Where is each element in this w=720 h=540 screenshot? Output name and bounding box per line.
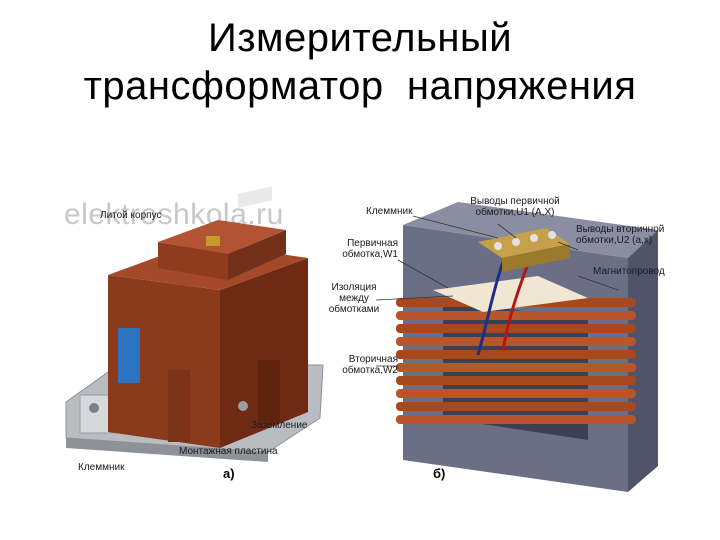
- caption-a: а): [223, 466, 235, 481]
- label-primary-winding-line-1: Первичная: [347, 238, 398, 249]
- label-grounding: Заземление: [251, 420, 308, 431]
- body-foot-left: [168, 370, 190, 442]
- label-primary-winding: Первичная обмотка,W1: [316, 238, 398, 260]
- label-primary-leads-line-1: Выводы первичной: [470, 196, 560, 207]
- label-insulation-line-1: Изоляция: [331, 282, 377, 293]
- blue-sticker: [118, 328, 140, 383]
- secondary-winding-coils: [396, 298, 636, 424]
- label-secondary-leads-line-1: Выводы вторичной: [576, 224, 665, 235]
- cast-body-top-block-side: [228, 230, 286, 280]
- cast-body-top-block: [158, 220, 286, 254]
- page-title: Измерительный трансформатор напряжения: [0, 14, 720, 110]
- label-secondary-winding: Вторичная обмотка,W2: [314, 354, 398, 376]
- label-terminal-a: Клеммник: [78, 462, 125, 473]
- terminal-block-b: [478, 228, 570, 258]
- transformer-illustration: [65, 186, 658, 492]
- label-secondary-leads: Выводы вторичной обмотки,U2 (а,х): [576, 224, 664, 246]
- label-insulation-line-2: между: [339, 293, 369, 304]
- mounting-plate-front: [66, 438, 268, 462]
- terminal-b-screw-2: [512, 238, 520, 246]
- primary-lead-wire: [476, 261, 505, 356]
- body-foot-right: [258, 360, 280, 422]
- caption-b: б): [433, 466, 446, 481]
- top-terminal: [206, 236, 220, 246]
- title-line-2: трансформатор напряжения: [83, 64, 637, 108]
- terminal-b-screw-4: [548, 231, 556, 239]
- terminal-block-b-front: [502, 244, 570, 272]
- title-line-1: Измерительный: [207, 16, 513, 60]
- label-mounting-plate: Монтажная пластина: [179, 446, 278, 457]
- label-secondary-leads-line-2: обмотки,U2 (а,х): [576, 235, 653, 246]
- label-magnetic-core: Магнитопровод: [593, 266, 665, 277]
- cutaway-transformer-image: [396, 202, 658, 492]
- terminal-b-screw-1: [494, 242, 502, 250]
- nameplate: [238, 186, 272, 208]
- label-secondary-winding-line-1: Вторичная: [348, 354, 398, 365]
- label-primary-leads: Выводы первичной обмотки,U1 (А,Х): [460, 196, 570, 218]
- transformer-figure: elektroshkola.ru: [58, 180, 668, 495]
- label-secondary-winding-line-2: обмотка,W2: [342, 365, 398, 376]
- core-side: [628, 230, 658, 492]
- cast-body-side: [220, 258, 308, 448]
- cast-body-top-block-front: [158, 242, 228, 280]
- cast-transformer-image: [65, 186, 324, 462]
- label-primary-winding-line-2: обмотка,W1: [342, 249, 398, 260]
- label-cast-body: Литой корпус: [100, 210, 162, 221]
- label-terminal-b: Клеммник: [366, 206, 413, 217]
- grounding-bolt: [238, 401, 248, 411]
- leader-lines: [375, 215, 619, 367]
- terminal-b-screw-3: [530, 234, 538, 242]
- terminal-screw-1: [89, 403, 99, 413]
- core-top: [403, 202, 658, 258]
- cast-body-front: [108, 275, 220, 448]
- insulation-layer: [433, 276, 588, 312]
- label-primary-leads-line-2: обмотки,U1 (А,Х): [475, 207, 555, 218]
- label-insulation-line-3: обмотками: [328, 304, 380, 315]
- label-insulation: Изоляция между обмотками: [322, 282, 386, 315]
- secondary-lead-wire: [501, 263, 530, 351]
